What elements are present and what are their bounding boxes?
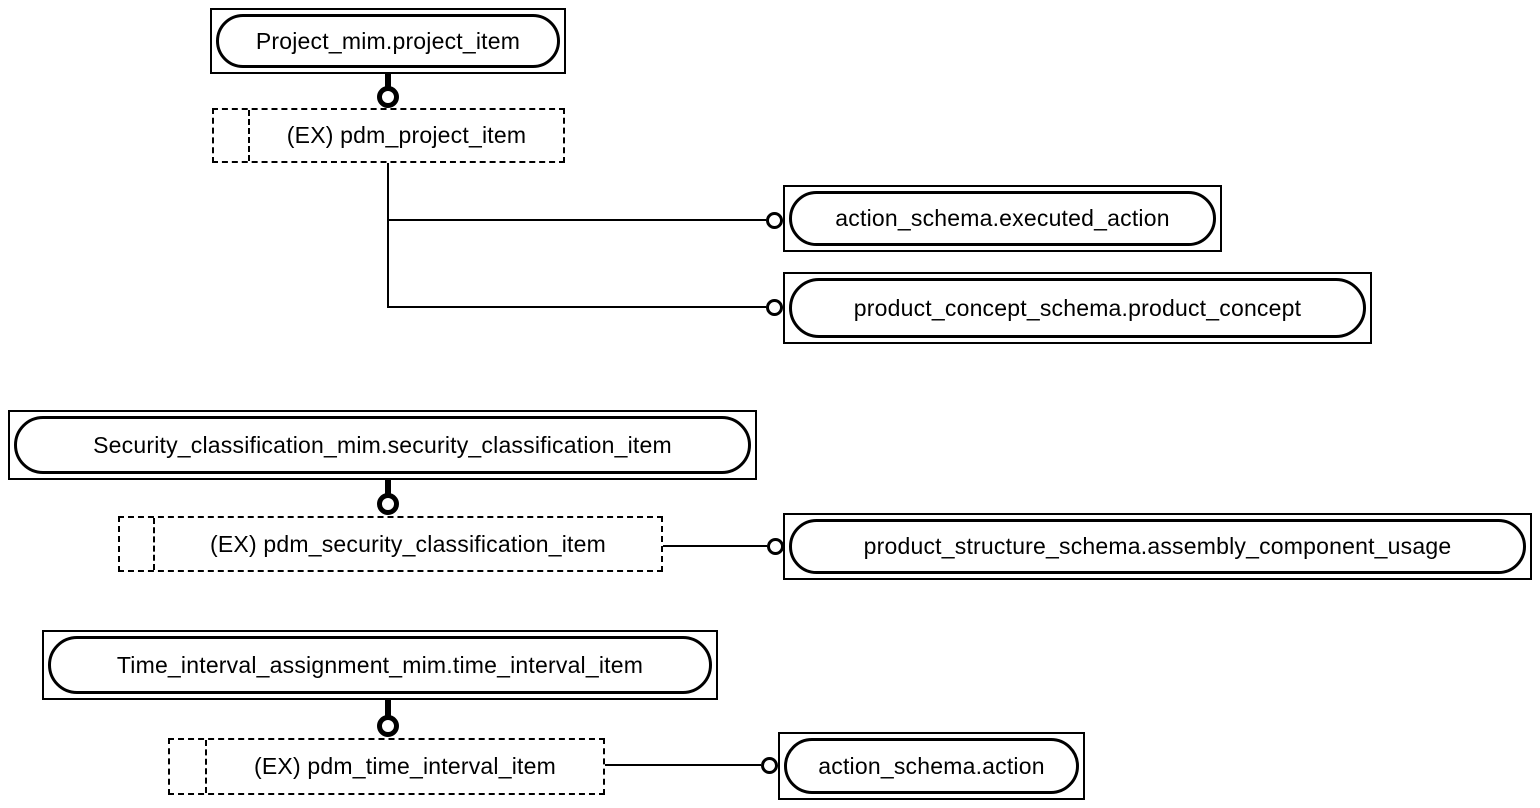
node-project-mim-project-item: Project_mim.project_item: [210, 8, 566, 74]
node-label: product_concept_schema.product_concept: [853, 294, 1302, 321]
connector-to-action: [605, 764, 761, 766]
connector-to-assembly-component-usage: [663, 545, 767, 547]
select-compartment-divider: [214, 110, 250, 161]
node-product-structure-schema-assembly-component-usage: product_structure_schema.assembly_compon…: [783, 513, 1532, 580]
node-capsule: product_structure_schema.assembly_compon…: [789, 519, 1526, 574]
connector-to-product-concept: [387, 306, 766, 308]
node-security-classification-mim-item: Security_classification_mim.security_cla…: [8, 410, 757, 480]
node-pdm-security-classification-item: (EX) pdm_security_classification_item: [118, 516, 663, 572]
node-capsule: action_schema.action: [784, 738, 1079, 794]
node-action-schema-action: action_schema.action: [778, 732, 1085, 800]
connector-action-open-circle: [761, 757, 778, 774]
connector-security-subtype-stub: [385, 480, 391, 495]
select-compartment-divider: [120, 518, 155, 570]
node-capsule: action_schema.executed_action: [789, 191, 1216, 246]
connector-project-branch-vertical: [387, 163, 389, 308]
node-label: action_schema.executed_action: [835, 205, 1170, 231]
node-label: action_schema.action: [818, 752, 1045, 779]
node-capsule: Project_mim.project_item: [216, 14, 560, 68]
node-pdm-project-item: (EX) pdm_project_item: [212, 108, 565, 163]
connector-assembly-open-circle: [767, 538, 784, 555]
connector-project-open-circle: [377, 86, 399, 108]
node-capsule: Time_interval_assignment_mim.time_interv…: [48, 636, 712, 694]
connector-security-open-circle: [377, 493, 399, 515]
connector-project-subtype-stub: [385, 74, 391, 88]
node-label: Time_interval_assignment_mim.time_interv…: [116, 651, 644, 678]
node-pdm-time-interval-item: (EX) pdm_time_interval_item: [168, 738, 605, 795]
node-time-interval-assignment-mim-item: Time_interval_assignment_mim.time_interv…: [42, 630, 718, 700]
node-action-schema-executed-action: action_schema.executed_action: [783, 185, 1222, 252]
connector-time-open-circle: [377, 715, 399, 737]
connector-product-concept-open-circle: [766, 299, 783, 316]
node-product-concept-schema-product-concept: product_concept_schema.product_concept: [783, 272, 1372, 344]
node-label: Security_classification_mim.security_cla…: [93, 431, 672, 458]
node-label: product_structure_schema.assembly_compon…: [863, 533, 1452, 559]
node-capsule: product_concept_schema.product_concept: [789, 278, 1366, 338]
connector-executed-action-open-circle: [766, 212, 783, 229]
node-capsule: Security_classification_mim.security_cla…: [14, 416, 751, 474]
connector-to-executed-action: [387, 219, 766, 221]
select-compartment-divider: [170, 740, 207, 793]
connector-time-subtype-stub: [385, 700, 391, 716]
node-label: (EX) pdm_project_item: [286, 122, 527, 148]
node-label: (EX) pdm_security_classification_item: [210, 530, 606, 557]
node-label: (EX) pdm_time_interval_item: [254, 753, 556, 779]
node-label: Project_mim.project_item: [255, 27, 521, 54]
